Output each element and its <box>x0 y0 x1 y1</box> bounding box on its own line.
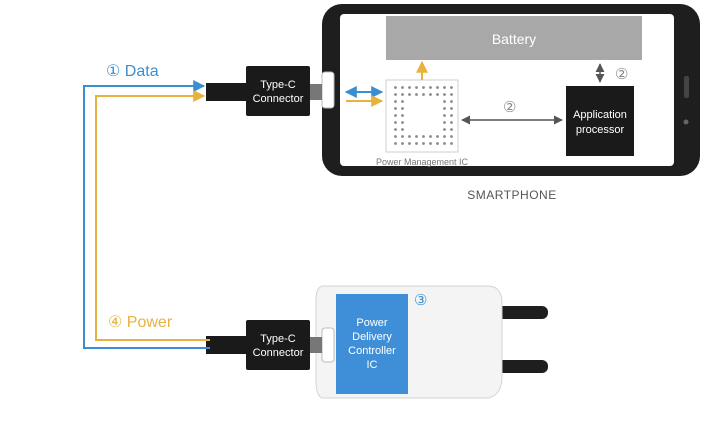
smartphone-button <box>684 76 689 98</box>
pdc-label-1: Power <box>356 317 388 329</box>
battery-block <box>386 16 642 60</box>
pmic-label: Power Management IC <box>376 157 469 167</box>
application-processor-block <box>566 86 634 156</box>
pmic-core <box>404 98 440 134</box>
ap-label-line1: Application <box>573 109 627 121</box>
typec-bottom-label-1: Type-C <box>260 333 296 345</box>
typec-bottom-body <box>246 320 310 370</box>
typec-connector-top <box>206 66 322 116</box>
step2-battery-ap: ② <box>615 66 628 83</box>
smartphone-sensor <box>683 119 689 125</box>
typec-top-label-1: Type-C <box>260 79 296 91</box>
pdc-label-2: Delivery <box>352 331 392 343</box>
step2-pmic-ap: ② <box>503 99 516 116</box>
battery-label: Battery <box>492 31 536 47</box>
power-label: ④ Power <box>108 314 173 331</box>
typec-top-label-2: Connector <box>253 93 304 105</box>
typec-bottom-plug <box>206 336 246 354</box>
pd-controller-ic-block <box>336 294 408 394</box>
typec-bottom-label-2: Connector <box>253 347 304 359</box>
typec-top-body <box>246 66 310 116</box>
typec-bottom-tip <box>310 337 322 353</box>
pdc-label-3: Controller <box>348 345 396 357</box>
pdc-label-4: IC <box>367 359 378 371</box>
power-line <box>95 90 210 341</box>
charger-port <box>321 327 335 363</box>
smartphone-label: SMARTPHONE <box>467 188 556 202</box>
typec-top-plug <box>206 83 246 101</box>
ap-label-line2: processor <box>576 124 625 136</box>
smartphone-port <box>321 71 335 109</box>
typec-connector-bottom <box>206 320 322 370</box>
charger <box>315 285 548 399</box>
data-line <box>83 80 210 349</box>
data-label: ① Data <box>106 63 159 80</box>
typec-top-tip <box>310 84 322 100</box>
step3-label: ③ <box>414 292 427 309</box>
power-management-ic <box>385 79 459 153</box>
